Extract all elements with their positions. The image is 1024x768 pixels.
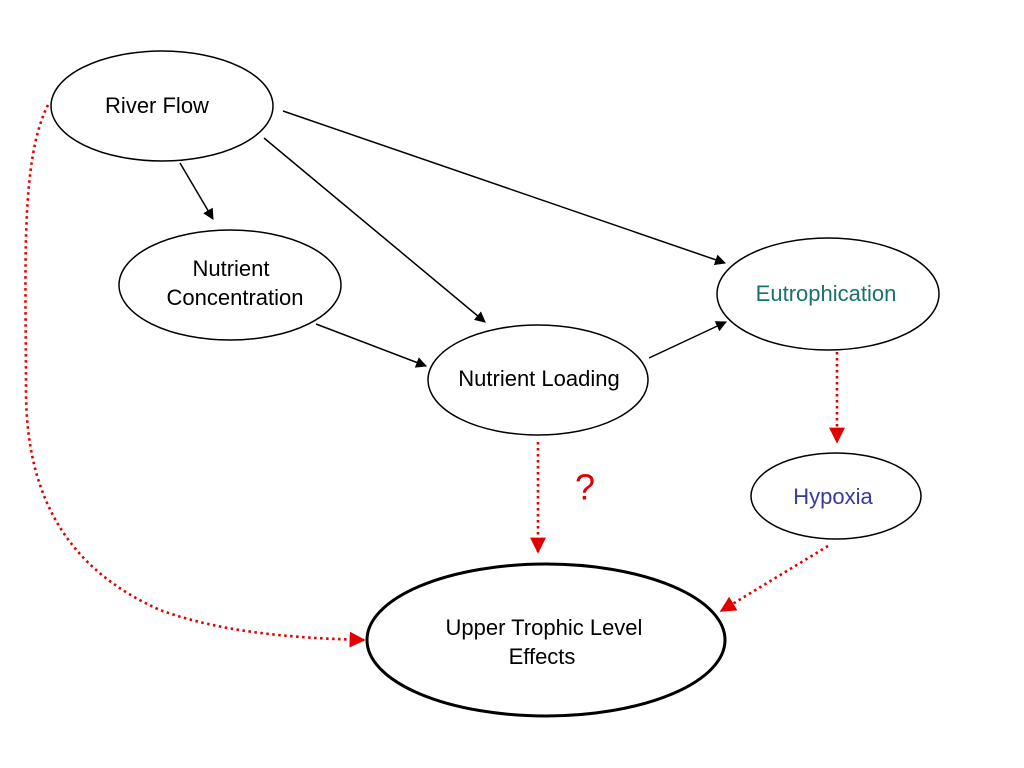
edge-riverflow-to-concentration: [179, 162, 214, 220]
nutrient-concentration-label-line1: Nutrient: [192, 256, 269, 281]
node-nutrient-loading: Nutrient Loading: [427, 324, 649, 436]
eutrophication-label: Eutrophication: [756, 281, 897, 306]
nutrient-loading-label: Nutrient Loading: [458, 366, 619, 391]
nutrient-concentration-label-line2: Concentration: [167, 285, 304, 310]
node-upper-trophic-level-effects: Upper Trophic Level Effects: [365, 562, 727, 718]
node-nutrient-concentration: Nutrient Concentration: [118, 229, 342, 341]
edge-riverflow-to-eutrophication: [282, 110, 727, 265]
uncertainty-question-mark: ?: [575, 467, 595, 508]
upper-trophic-label-line1: Upper Trophic Level: [446, 615, 643, 640]
edge-loading-to-eutrophication: [648, 321, 727, 359]
hypoxia-label: Hypoxia: [793, 484, 873, 509]
node-river-flow: River Flow: [50, 50, 274, 162]
edge-concentration-to-loading: [315, 323, 428, 368]
solid-edges: [179, 110, 727, 368]
edge-riverflow-to-upper-trophic: [24, 104, 366, 648]
edge-riverflow-to-loading: [263, 137, 486, 323]
river-flow-label: River Flow: [105, 93, 209, 118]
dotted-edges: [24, 104, 845, 648]
edge-hypoxia-to-upper-trophic: [719, 544, 829, 613]
upper-trophic-label-line2: Effects: [509, 644, 576, 669]
node-eutrophication: Eutrophication: [716, 237, 940, 351]
node-hypoxia: Hypoxia: [750, 452, 922, 540]
